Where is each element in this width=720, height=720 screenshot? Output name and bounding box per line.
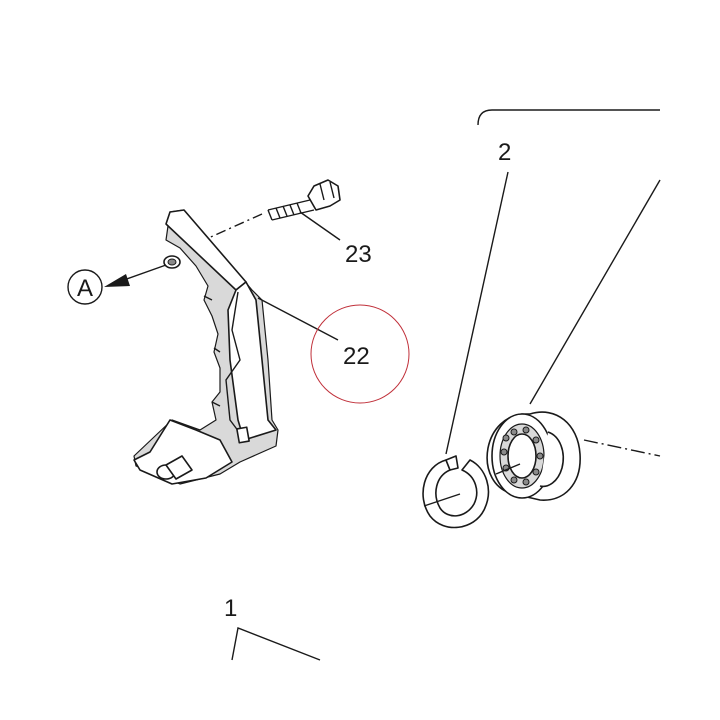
- callout-23: 23: [345, 241, 372, 268]
- bearing-axis-in: [495, 463, 521, 475]
- bolt-axis-line: [203, 213, 263, 241]
- bearing-axis-out: [583, 439, 661, 457]
- leader-2-a: [445, 171, 509, 455]
- ball-bearing-part: [486, 411, 581, 501]
- view-reference-a: A: [67, 264, 167, 305]
- snap-ring-axis: [423, 493, 461, 507]
- callout-22: 22: [343, 343, 370, 370]
- highlight-circle: [310, 304, 410, 404]
- leader-2-b: [529, 179, 661, 405]
- callout-1: 1: [224, 595, 237, 622]
- bracket-part-22: [133, 209, 279, 485]
- leader-22: [257, 297, 339, 341]
- leader-1: [231, 627, 321, 661]
- view-ref-label: A: [77, 275, 93, 302]
- bolt-part-23: [267, 179, 341, 221]
- callout-2: 2: [498, 139, 511, 166]
- view-arrow-icon: [104, 274, 130, 287]
- snap-ring-part-2: [422, 455, 490, 529]
- housing-edge: [477, 109, 660, 126]
- leader-23: [299, 211, 341, 241]
